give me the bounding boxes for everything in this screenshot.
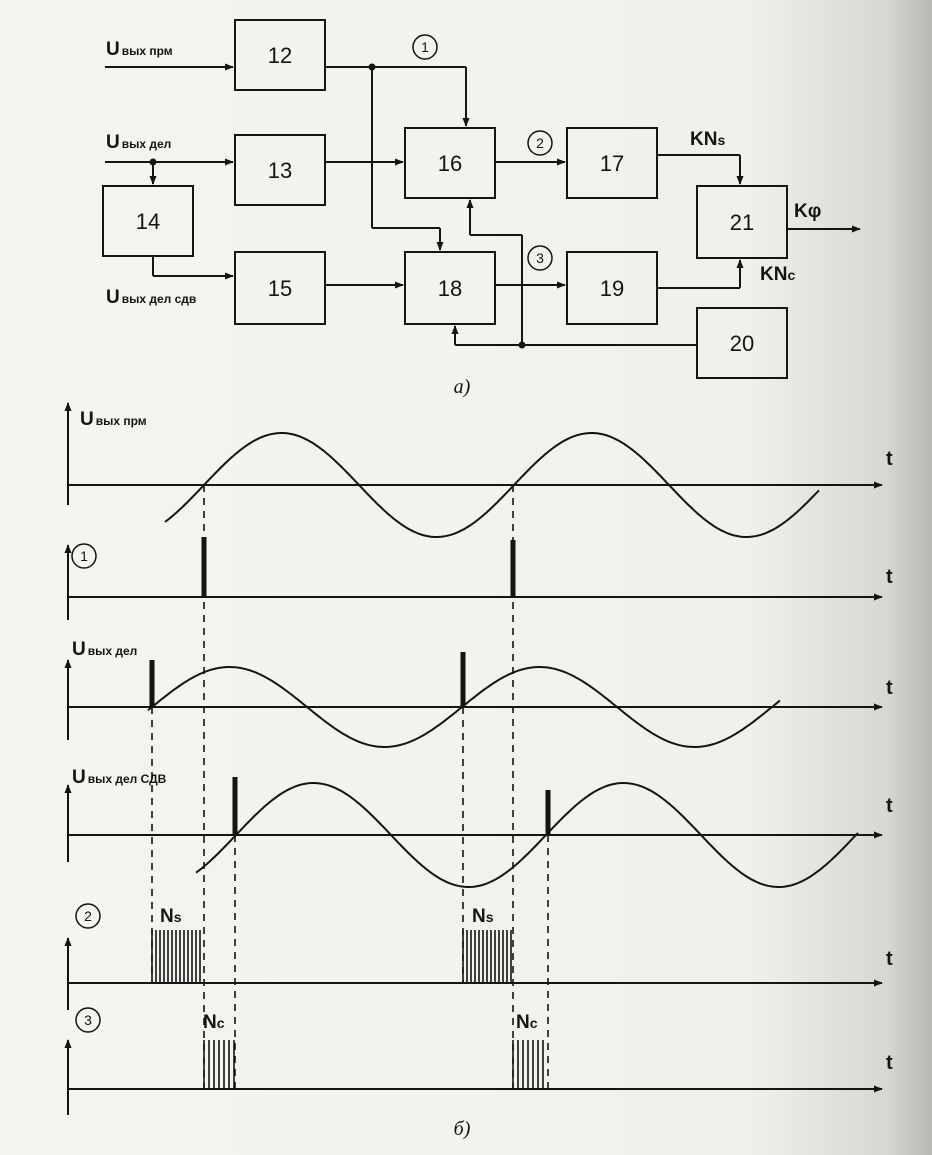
output-knc-label: KNc — [760, 264, 795, 285]
trace-node1-marker — [71, 543, 97, 569]
caption-b: б) — [454, 1118, 471, 1140]
node-3-marker — [527, 245, 553, 271]
trace-node2-label: 2 — [84, 908, 92, 924]
t-axis-label-3: t — [886, 677, 893, 699]
burst-ns-label-2: Ns — [472, 906, 494, 927]
u-del-sdv-waveform — [195, 782, 859, 888]
block-19-label: 19 — [600, 276, 624, 301]
block-21 — [696, 185, 788, 259]
block-13-label: 13 — [268, 158, 292, 183]
t-axis-label-6: t — [886, 1052, 893, 1074]
block-20 — [696, 307, 788, 379]
node-1-label: 1 — [421, 39, 429, 55]
u-del-pulse-1 — [149, 660, 155, 707]
u-prm-waveform — [164, 432, 820, 538]
u-del-pulse-2 — [460, 652, 466, 707]
output-kphi-label: Kφ — [794, 201, 821, 222]
block-14-label: 14 — [136, 209, 160, 234]
t-axis-label-5: t — [886, 948, 893, 970]
block-14 — [102, 185, 194, 257]
caption-a: а) — [454, 376, 471, 398]
burst-nc-label-1: Nc — [203, 1012, 225, 1033]
node-3-label: 3 — [536, 250, 544, 266]
t-axis-label-2: t — [886, 566, 893, 588]
block-17-label: 17 — [600, 151, 624, 176]
trace-node1-label: 1 — [80, 548, 88, 564]
block-18-label: 18 — [438, 276, 462, 301]
burst-ns-label-1: Ns — [160, 906, 182, 927]
block-18 — [404, 251, 496, 325]
u-del-sdv-pulse-1 — [232, 777, 238, 835]
node-1-marker — [412, 34, 438, 60]
timing-axes — [64, 402, 883, 1115]
block-20-label: 20 — [730, 331, 754, 356]
block-17 — [566, 127, 658, 199]
node-2-label: 2 — [536, 135, 544, 151]
block-16-label: 16 — [438, 151, 462, 176]
block-diagram — [102, 19, 861, 379]
block-numbers: 12 13 14 15 16 17 18 19 20 21 — [136, 43, 754, 356]
trace-node2-marker — [75, 903, 101, 929]
burst-nc-label-2: Nc — [516, 1012, 538, 1033]
block-13 — [234, 134, 326, 206]
trace-node3-marker — [75, 1007, 101, 1033]
t-axis-label-4: t — [886, 795, 893, 817]
block-12-label: 12 — [268, 43, 292, 68]
block-15-label: 15 — [268, 276, 292, 301]
output-kns-label: KNs — [690, 129, 725, 150]
block-12 — [234, 19, 326, 91]
block-21-label: 21 — [730, 210, 754, 235]
u-del-sdv-pulse-2 — [545, 790, 551, 835]
block-15 — [234, 251, 326, 325]
trace-node3-label: 3 — [84, 1012, 92, 1028]
node-2-marker — [527, 130, 553, 156]
t-axis-label-1: t — [886, 448, 893, 470]
